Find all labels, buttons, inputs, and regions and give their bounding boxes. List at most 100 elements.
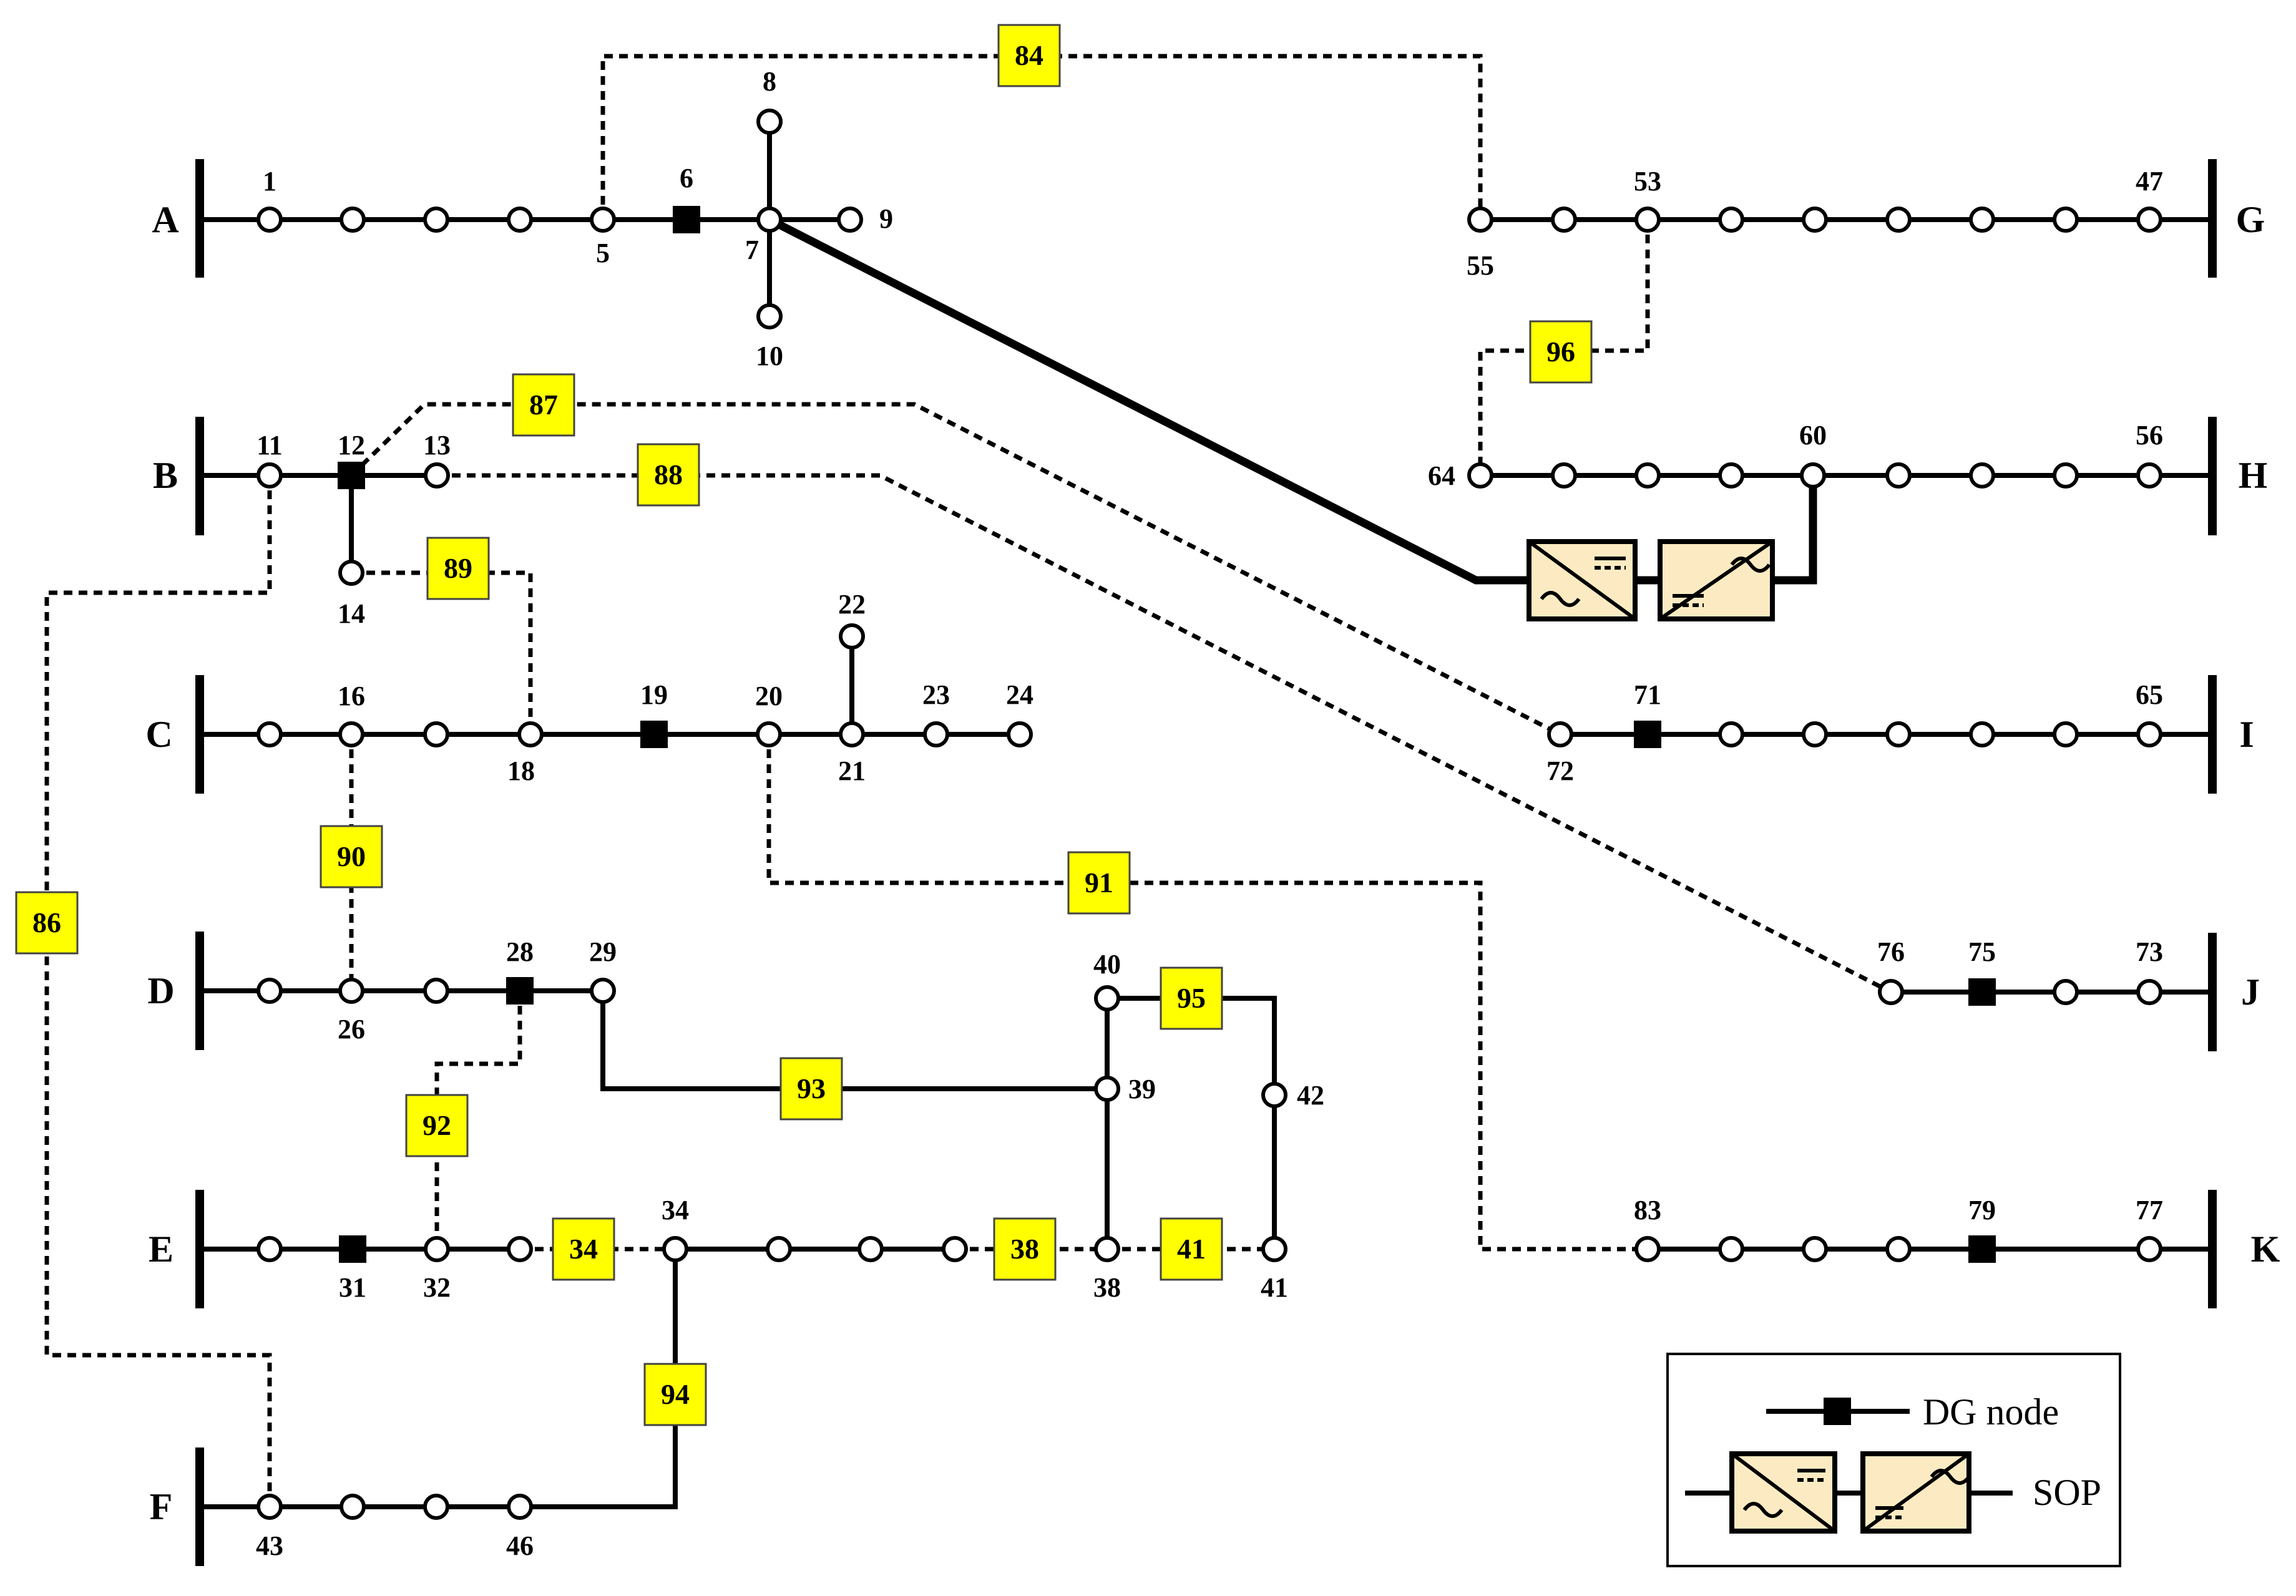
node: [423, 978, 449, 1004]
node-21: [839, 721, 865, 747]
tie-switch-93: 93: [779, 1057, 843, 1121]
node-label: 16: [338, 681, 365, 711]
node-label: 23: [922, 679, 950, 710]
node: [1802, 207, 1828, 233]
node-label: 26: [338, 1014, 365, 1044]
node-53: [1634, 207, 1661, 233]
tie-switch-34: 34: [552, 1217, 615, 1281]
tie-label: 91: [1085, 867, 1113, 898]
node: [1802, 1236, 1828, 1262]
bus-label-a: A: [152, 199, 178, 240]
bus-letters: A B C D E F G H I J K: [145, 199, 2280, 1527]
tie-label: 92: [423, 1109, 451, 1141]
node-label: 31: [339, 1272, 366, 1303]
node-40: [1094, 985, 1120, 1011]
dg-nodes: [338, 206, 1996, 1263]
node: [340, 207, 366, 233]
tie-switch-86: 86: [15, 891, 79, 955]
tie-label: 41: [1177, 1233, 1206, 1265]
node-label: 9: [879, 203, 893, 234]
dg-node-75: [1968, 978, 1996, 1006]
node-label: 32: [423, 1272, 451, 1303]
node-24: [1007, 721, 1033, 747]
dg-node-71: [1634, 721, 1661, 748]
node-34: [662, 1236, 688, 1262]
node-32: [424, 1236, 450, 1262]
node: [1885, 462, 1912, 489]
node-label: 73: [2136, 937, 2163, 967]
node-42: [1261, 1082, 1287, 1108]
node: [507, 207, 533, 233]
node-39: [1094, 1076, 1120, 1102]
dg-node-28: [506, 977, 534, 1005]
bus-label-f: F: [150, 1486, 173, 1527]
ac-symbol: [1930, 1469, 1971, 1485]
node-46: [507, 1494, 533, 1520]
node-label: 10: [756, 341, 783, 371]
node-label: 14: [338, 598, 365, 629]
node-label: 7: [745, 235, 759, 265]
node-64: [1467, 462, 1493, 489]
tie-label: 86: [32, 907, 61, 938]
line-34-46: [520, 1249, 678, 1509]
node-8: [756, 109, 783, 135]
node-16: [338, 721, 364, 747]
tie-lines: [44, 54, 1892, 1507]
bus-label-h: H: [2239, 455, 2268, 496]
node-label: 47: [2136, 166, 2163, 197]
tie-88: [437, 473, 1892, 995]
bus-label-i: I: [2239, 714, 2254, 755]
node-label: 42: [1297, 1080, 1324, 1111]
node: [1718, 1236, 1744, 1262]
tie-switch-95: 95: [1160, 966, 1223, 1030]
bus-label-e: E: [149, 1229, 173, 1270]
tie-switch-94: 94: [643, 1363, 707, 1426]
node-76: [1878, 979, 1904, 1005]
node-label: 24: [1006, 679, 1033, 710]
node-label: 46: [506, 1530, 534, 1561]
nodes: [256, 109, 2162, 1520]
node-14: [338, 560, 364, 586]
tie-switch-41: 41: [1160, 1217, 1223, 1281]
dg-node-19: [640, 721, 668, 748]
node-73: [2136, 979, 2162, 1005]
node-41: [1261, 1236, 1287, 1262]
node: [423, 1494, 449, 1520]
tie-87: [349, 402, 1561, 737]
node-label: 53: [1634, 166, 1661, 197]
node-label: 28: [506, 937, 534, 967]
node-label: 76: [1877, 937, 1905, 967]
node-label: 75: [1968, 937, 1996, 967]
node: [2053, 721, 2079, 747]
node-label: 20: [755, 681, 783, 711]
tie-switch-96: 96: [1529, 320, 1593, 384]
node-label: 39: [1128, 1074, 1156, 1104]
sop-link-from-7: [768, 216, 1529, 585]
node-7: [756, 207, 783, 233]
node-72: [1547, 721, 1573, 747]
node-38: [1094, 1236, 1120, 1262]
node-23: [923, 721, 949, 747]
node-5: [590, 207, 616, 233]
node-label: 6: [680, 163, 693, 193]
tie-label: 88: [654, 459, 683, 490]
tie-label: 94: [661, 1378, 690, 1410]
node-label: 71: [1634, 679, 1661, 710]
node-9: [837, 207, 863, 233]
node: [1885, 1236, 1912, 1262]
node: [1718, 207, 1744, 233]
tie-switch-90: 90: [320, 825, 383, 888]
legend-dg-label: DG node: [1923, 1391, 2059, 1433]
node-77: [2136, 1236, 2162, 1262]
tie-label: 90: [337, 840, 366, 872]
node: [1969, 207, 1995, 233]
node-label: 29: [589, 937, 617, 967]
node: [256, 721, 283, 747]
node-label: 40: [1093, 949, 1121, 980]
node: [423, 721, 449, 747]
bus-bars: [195, 159, 2217, 1566]
node: [2053, 979, 2079, 1005]
node: [857, 1236, 884, 1262]
node-label: 72: [1546, 756, 1574, 786]
node: [766, 1236, 792, 1262]
